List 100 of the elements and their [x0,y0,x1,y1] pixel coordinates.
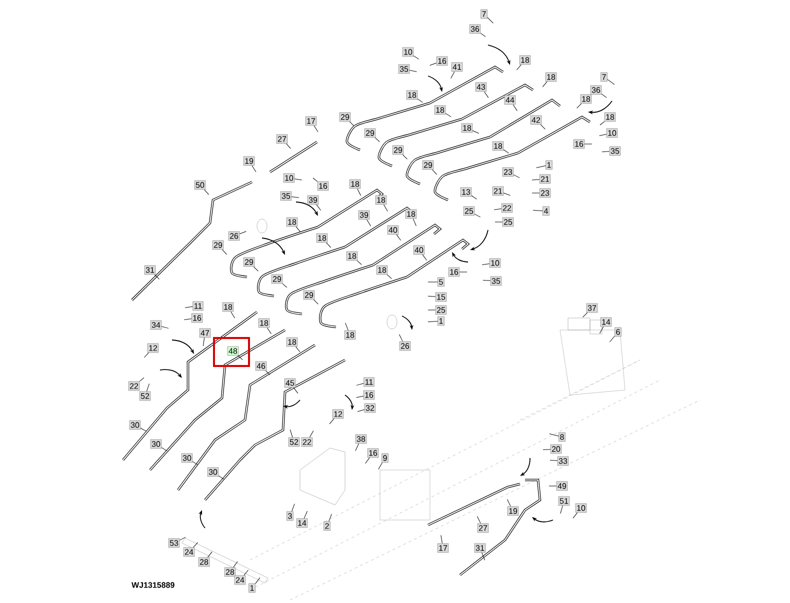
leader-line [356,383,364,386]
callout-number: 25 [502,217,514,227]
callout-number: 34 [150,320,162,330]
callout-number: 18 [286,217,298,227]
leader-line [329,418,334,424]
callout-number: 8 [558,432,566,442]
callout-number: 17 [305,116,317,126]
leader-line [582,312,588,318]
leader-line [506,499,511,507]
leader-line [540,124,546,130]
callout-number: 47 [199,328,211,338]
leader-line [482,264,490,265]
leader-line [238,355,243,360]
callout-number: 50 [194,180,206,190]
leader-line [482,280,491,281]
callout-number: 38 [355,434,367,444]
callout-number: 3 [286,511,294,521]
leader-line [378,462,382,470]
leader-line [601,94,607,98]
callout-number: 29 [339,112,351,122]
callout-number: 6 [614,327,622,337]
callout-number: 37 [586,303,598,313]
callout-number: 29 [243,257,255,267]
callout-number: 40 [387,225,399,235]
callout-number: 18 [346,251,358,261]
callout-number: 19 [243,156,255,166]
leader-line [409,70,417,72]
drawing-number: WJ1315889 [132,582,174,588]
callout-number: 41 [451,62,463,72]
callout-number: 30 [181,453,193,463]
callout-number: 18 [545,72,557,82]
callout-number: 10 [489,258,501,268]
leader-line [513,174,520,178]
leader-line [422,254,428,261]
leader-line [252,165,256,172]
callout-number: 19 [507,506,519,516]
callout-number: 1 [438,316,444,326]
callout-number: 18 [405,209,417,219]
leader-line [413,56,420,60]
leader-line [366,219,372,226]
leader-line [472,130,480,134]
callout-number: 25 [463,206,475,216]
callout-number: 14 [296,518,308,528]
callout-number: 18 [258,318,270,328]
callout-number: 48 [227,346,239,356]
callout-number: 24 [183,547,195,557]
callout-number: 43 [475,82,487,92]
callout-number: 16 [363,390,375,400]
leader-line [365,457,370,464]
callout-number: 27 [276,134,288,144]
leader-line [294,178,302,180]
callout-number: 18 [580,94,592,104]
leader-line [230,311,236,318]
callout-number: 20 [550,444,562,454]
leader-line [412,218,416,226]
callout-number: 21 [539,174,551,184]
leader-line [179,536,186,540]
callout-number: 42 [530,115,542,125]
callout-number: 35 [490,276,502,286]
leader-line [184,306,193,308]
leader-line [609,336,615,342]
leader-line [532,210,543,212]
leader-line [192,461,198,466]
callout-number: 31 [144,265,156,275]
leader-line [296,226,301,232]
leader-line [536,165,546,168]
callout-number: 30 [129,420,141,430]
callout-number: 16 [367,448,379,458]
callout-number: 27 [477,523,489,533]
leader-line [398,334,403,342]
callout-number: 5 [438,277,444,287]
callout-number: 33 [557,456,569,466]
callout-number: 18 [222,302,234,312]
leader-line [253,266,258,272]
callout-number: 26 [399,341,411,351]
callout-number: 52 [139,391,151,401]
leader-line [512,104,518,112]
callout-number: 10 [283,173,295,183]
callout-number: 29 [303,290,315,300]
leader-line [218,476,224,480]
callout-number: 16 [573,139,585,149]
leader-line [184,318,192,320]
callout-number: 32 [364,403,376,413]
leader-line [355,443,359,451]
leader-line [286,143,291,149]
callout-number: 39 [358,210,370,220]
callout-number: 40 [413,245,425,255]
callout-number: 14 [600,317,612,327]
leader-line [146,383,150,392]
callout-number: 18 [316,233,328,243]
leader-line [140,428,147,432]
leader-line [357,188,362,196]
leader-line [314,125,318,132]
leader-line [550,460,558,461]
leader-line [474,214,481,218]
leader-line [292,504,295,512]
callout-number: 26 [228,231,240,241]
callout-number: 29 [422,160,434,170]
leader-line [313,299,318,304]
callout-number: 15 [435,292,447,302]
